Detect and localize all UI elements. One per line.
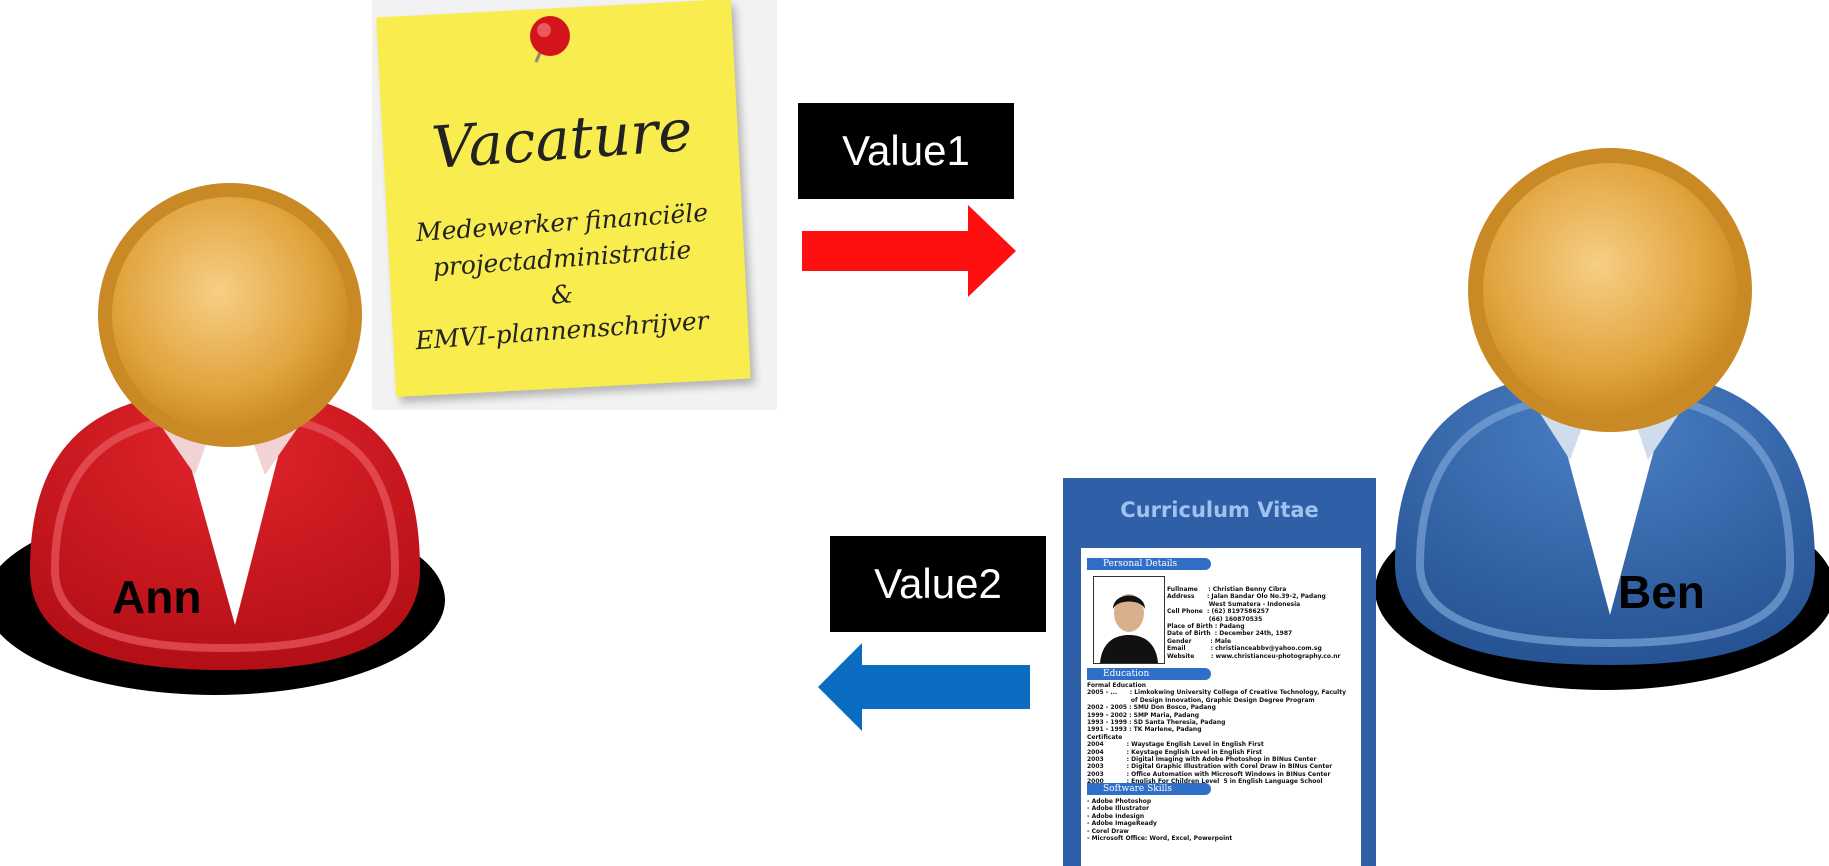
person-ann xyxy=(0,180,450,700)
flow-label-value1: Value1 xyxy=(798,103,1014,199)
person-ben xyxy=(1370,145,1829,705)
person-name-ben: Ben xyxy=(1618,566,1705,618)
person-icon-red xyxy=(0,183,445,695)
cv-sheet: Personal Details Fullname : Christian Be… xyxy=(1081,548,1361,866)
cv-document: Curriculum Vitae Personal Details Fullna… xyxy=(1063,478,1376,866)
cv-section-software: Software Skills xyxy=(1087,783,1211,795)
person-name-ann: Ann xyxy=(112,571,202,623)
cv-personal-details: Fullname : Christian Benny Cibra Address… xyxy=(1167,586,1341,660)
cv-title: Curriculum Vitae xyxy=(1120,498,1319,522)
vacancy-note: Vacature Medewerker financiële projectad… xyxy=(372,0,777,410)
cv-section-personal: Personal Details xyxy=(1087,558,1211,570)
portrait-image xyxy=(1094,577,1164,663)
cv-education: Formal Education 2005 - ... : Limkokwing… xyxy=(1087,682,1346,786)
cv-section-education: Education xyxy=(1087,668,1211,680)
arrow-left-icon xyxy=(818,643,1030,731)
cv-photo xyxy=(1093,576,1165,664)
pushpin-icon xyxy=(530,16,570,63)
arrow-right-icon xyxy=(802,205,1016,297)
person-icon-blue xyxy=(1375,148,1829,690)
cv-software-skills: - Adobe Photoshop - Adobe Illustrator - … xyxy=(1087,798,1233,843)
flow-label-value2: Value2 xyxy=(830,536,1046,632)
